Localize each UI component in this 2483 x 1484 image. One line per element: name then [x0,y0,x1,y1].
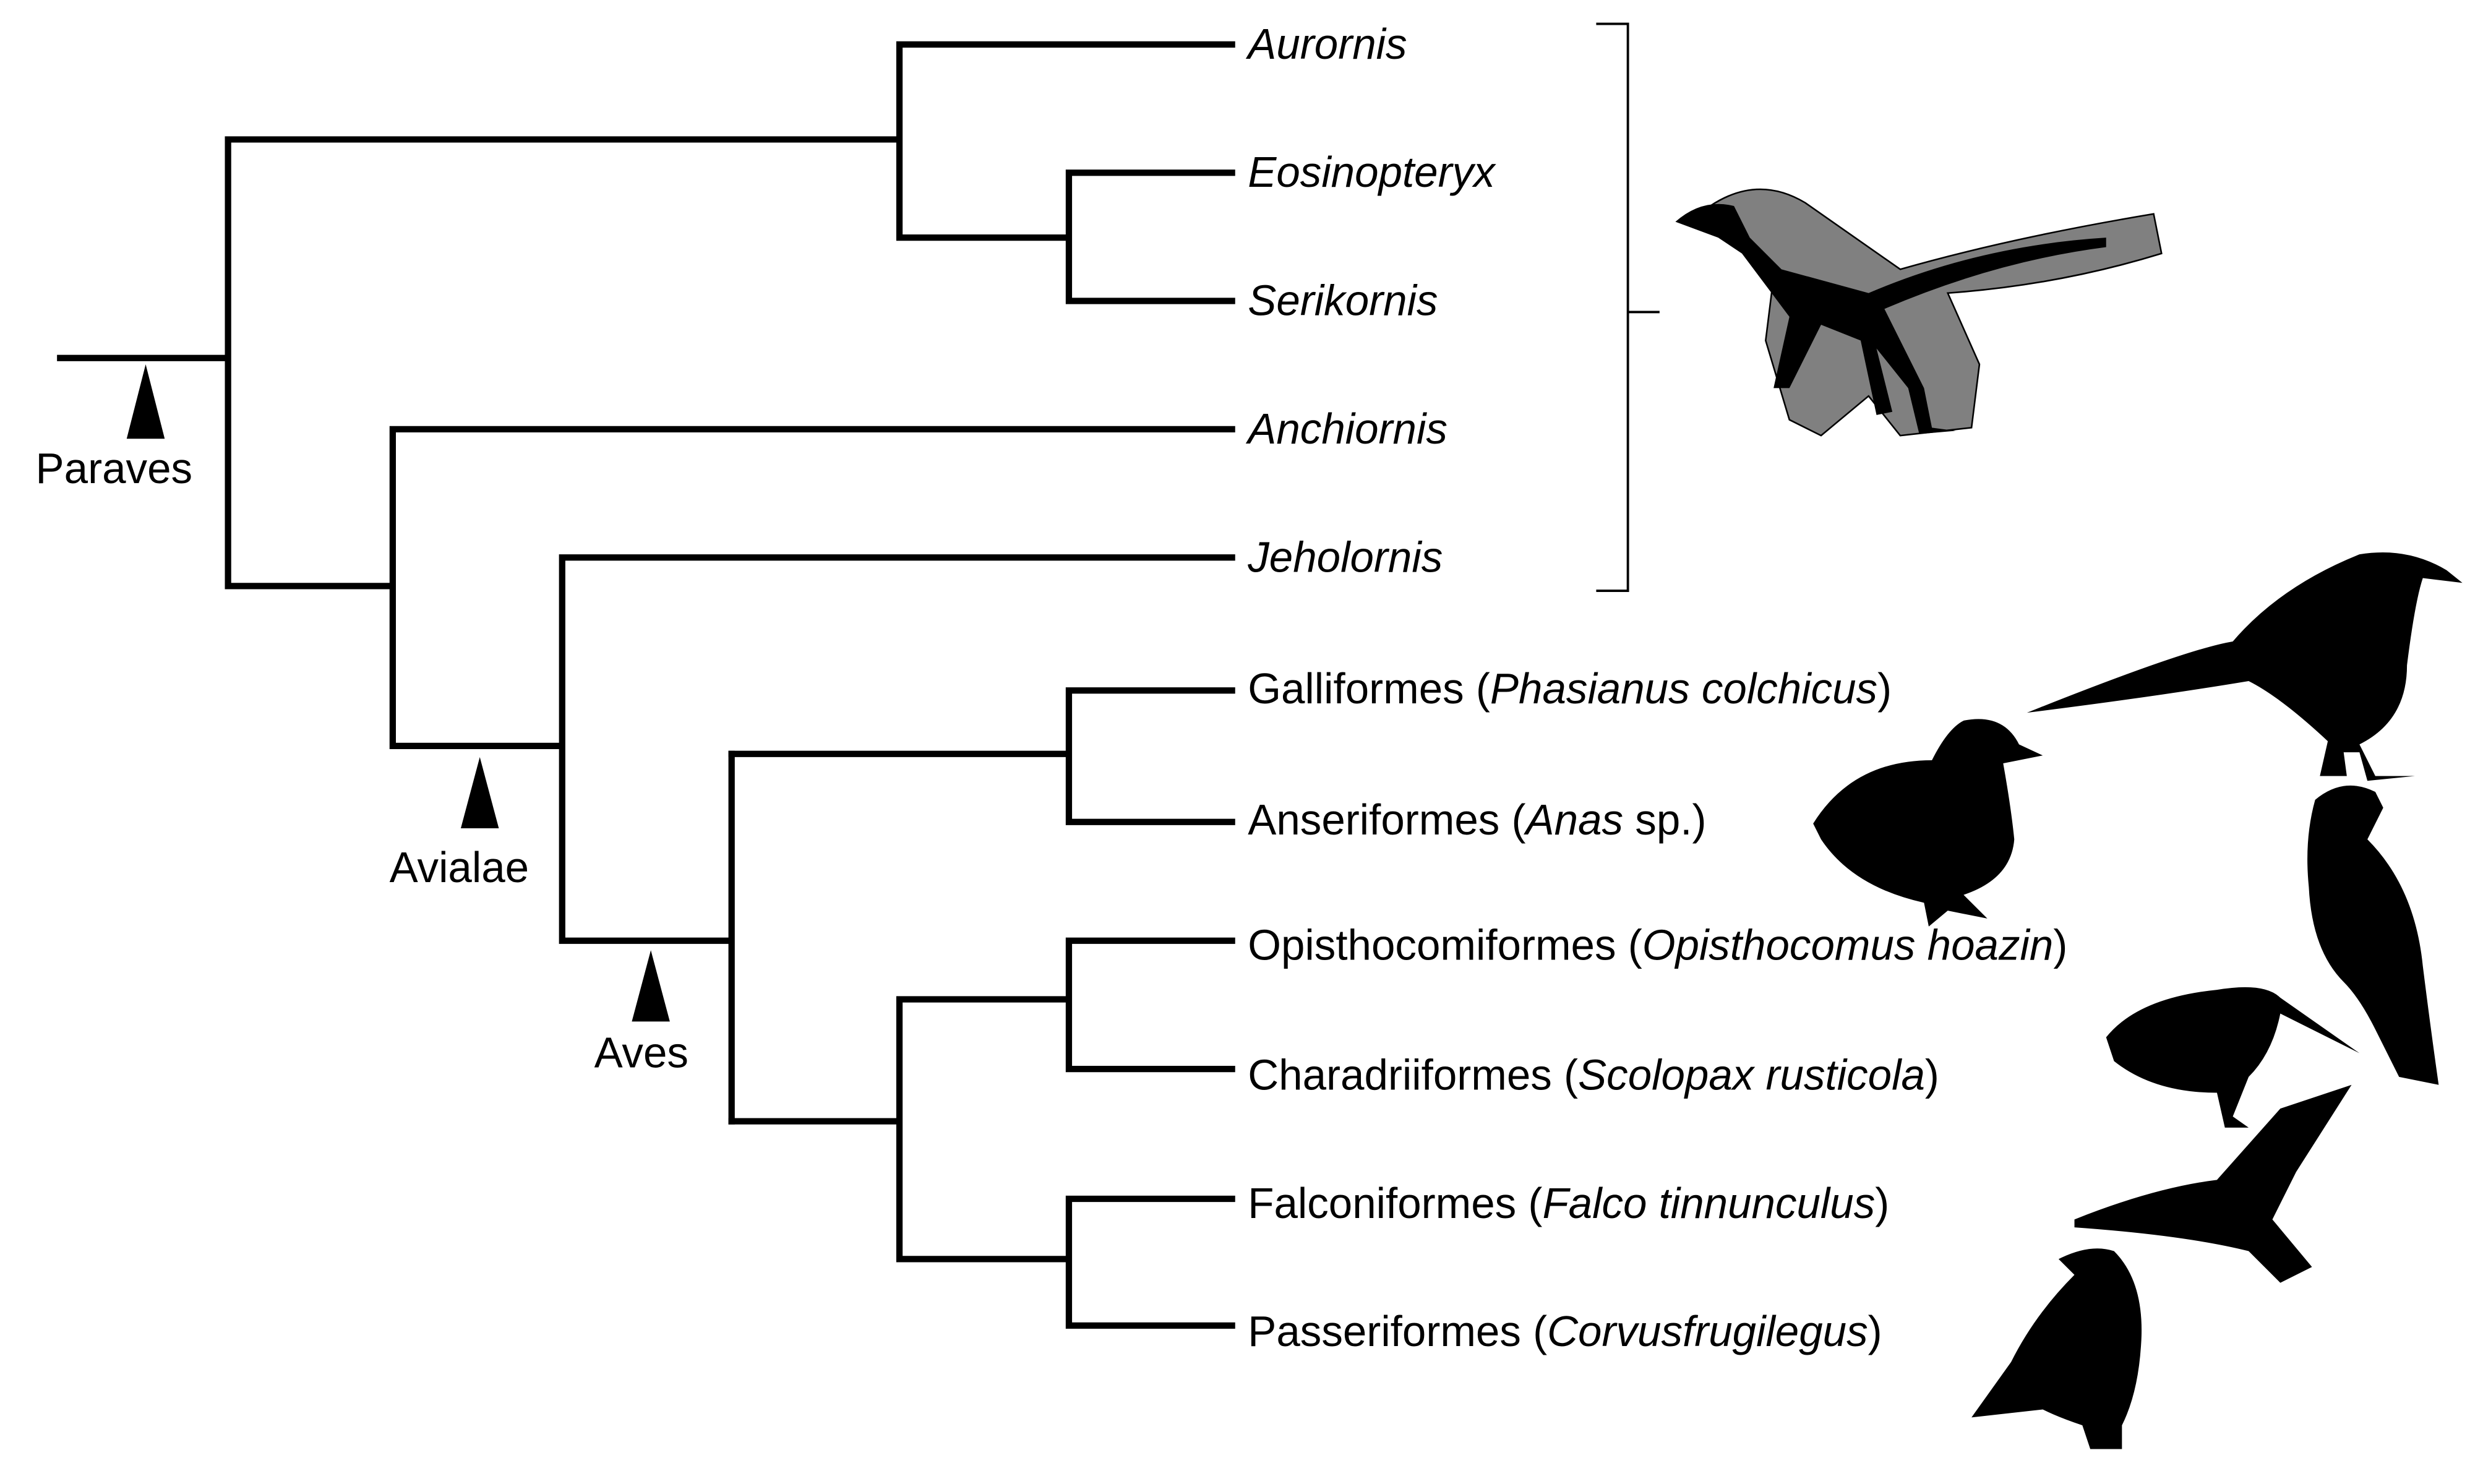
kestrel-silhouette [2074,1084,2352,1283]
taxon-label: Charadriiformes (Scolopax rusticola) [1248,1050,1939,1099]
rook-silhouette [1971,1248,2142,1449]
taxon-label: Eosinopteryx [1248,148,1496,196]
taxon-labels: Aurornis Eosinopteryx Serikornis Anchior… [1245,20,2067,1355]
tree-branches [57,41,1235,1329]
taxon-label: Aurornis [1245,20,1407,68]
woodcock-silhouette [2106,987,2360,1128]
hoazin-silhouette [2307,785,2439,1085]
taxon-label: Anchiornis [1245,405,1447,453]
taxon-label: Falconiformes (Falco tinnunculus) [1248,1179,1889,1227]
clade-label-avialae: Avialae [390,843,529,891]
taxon-label: Galliformes (Phasianus colchicus) [1248,664,1892,713]
anchiornis-silhouette [1675,188,2163,437]
taxon-label: Serikornis [1248,277,1438,325]
taxon-label: Jeholornis [1247,533,1443,581]
avialae-node-marker [460,757,499,829]
pheasant-silhouette [2026,552,2463,781]
taxon-label: Opisthocomiformes (Opisthocomus hoazin) [1248,920,2067,969]
duck-silhouette [1813,719,2043,927]
bracket [1596,22,1660,592]
taxon-label: Anseriformes (Anas sp.) [1248,796,1706,844]
clade-label-aves: Aves [594,1029,688,1077]
taxon-label: Passeriformes (Corvusfrugilegus) [1248,1307,1882,1355]
aves-node-marker [632,950,670,1022]
clade-label-paraves: Paraves [36,444,193,492]
paraves-node-marker [126,364,165,439]
